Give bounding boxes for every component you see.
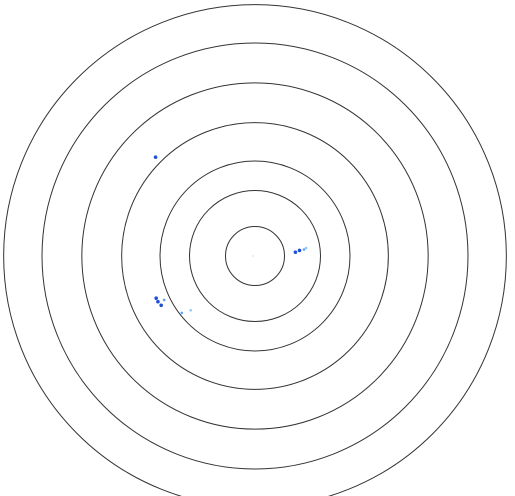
hit-cluster-upper-left <box>153 155 158 159</box>
shot-hit <box>156 299 160 304</box>
target-ring-6 <box>41 42 469 470</box>
target-ring-5 <box>81 82 429 430</box>
shot-hit <box>304 246 308 250</box>
target-ring-1 <box>225 226 285 286</box>
hit-cluster-right <box>293 246 308 254</box>
target-ring-7 <box>3 4 507 496</box>
target-center-mark <box>252 255 254 257</box>
shot-hit <box>180 311 184 315</box>
shot-hit <box>297 248 302 253</box>
target-rings <box>3 4 507 496</box>
shot-hits <box>153 155 308 315</box>
target-ring-3 <box>159 160 351 352</box>
hit-cluster-lower-left <box>154 296 192 315</box>
shot-hit <box>189 308 192 312</box>
shot-hit <box>153 155 158 159</box>
shot-hit <box>293 250 298 254</box>
shot-hit <box>154 296 158 300</box>
target-ring-4 <box>121 122 389 390</box>
shot-hit <box>302 248 306 251</box>
shot-hit <box>159 303 163 308</box>
shot-hit <box>162 298 166 302</box>
target-ring-2 <box>189 190 321 322</box>
